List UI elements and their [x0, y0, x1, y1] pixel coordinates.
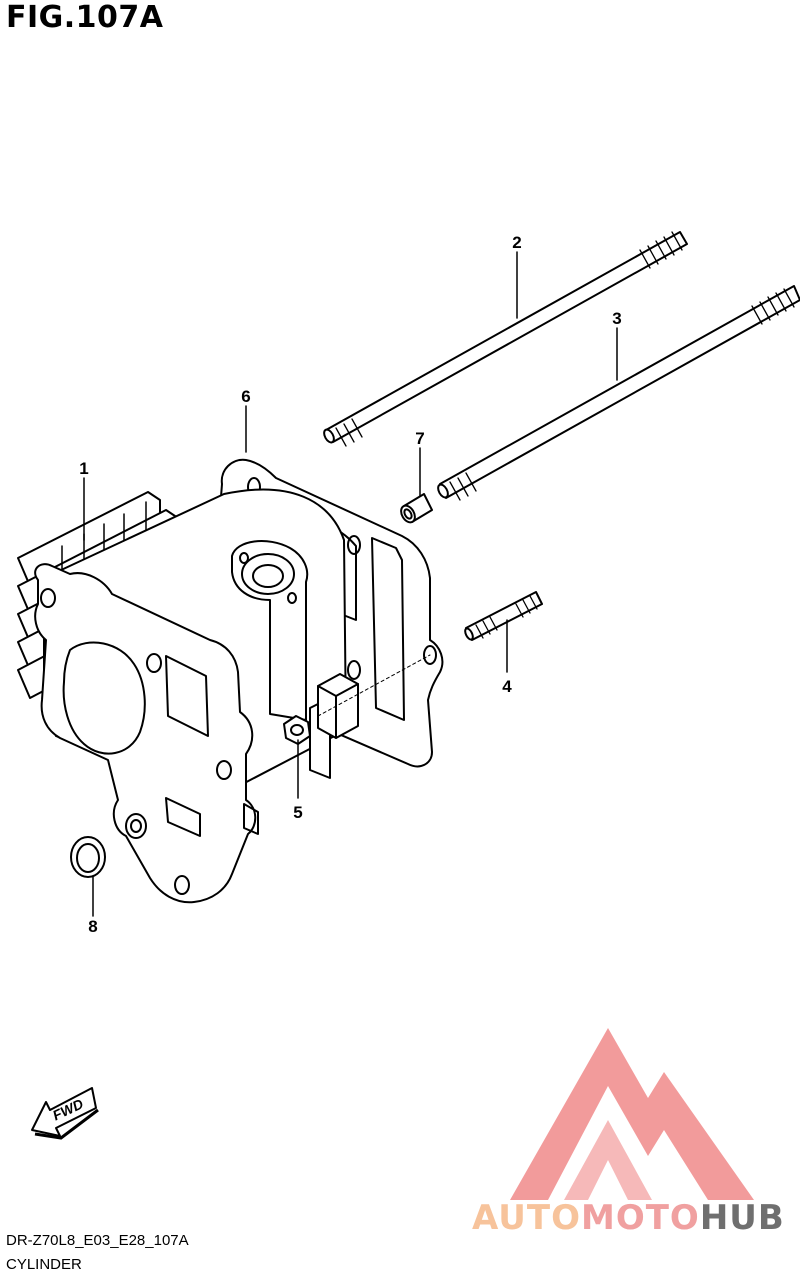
- figure-title: FIG.107A: [6, 0, 164, 35]
- watermark-brand: AUTOMOTOHUB: [472, 1198, 785, 1238]
- leader-lines: [83, 251, 618, 917]
- stud-bolt-long-2: [323, 231, 688, 447]
- callout-5: 5: [293, 803, 302, 822]
- model-code: DR-Z70L8_E03_E28_107A: [6, 1232, 189, 1249]
- callout-3: 3: [612, 309, 621, 328]
- o-ring-8: [70, 836, 106, 878]
- stud-bolt-long-3: [437, 285, 800, 501]
- fwd-arrow-icon: FWD: [31, 1087, 99, 1140]
- callout-7: 7: [415, 429, 424, 448]
- callout-4: 4: [502, 677, 512, 696]
- callout-8: 8: [88, 917, 97, 936]
- callout-1: 1: [79, 459, 88, 478]
- stud-bolt-short-4: [464, 591, 543, 641]
- cylinder-body-1: [17, 488, 359, 904]
- dowel-pin-7: [400, 493, 433, 524]
- nut-5: [283, 715, 311, 745]
- callout-2: 2: [512, 233, 521, 252]
- figure-caption: CYLINDER: [6, 1256, 82, 1273]
- automotohub-logo: [510, 1028, 754, 1200]
- callout-6: 6: [241, 387, 250, 406]
